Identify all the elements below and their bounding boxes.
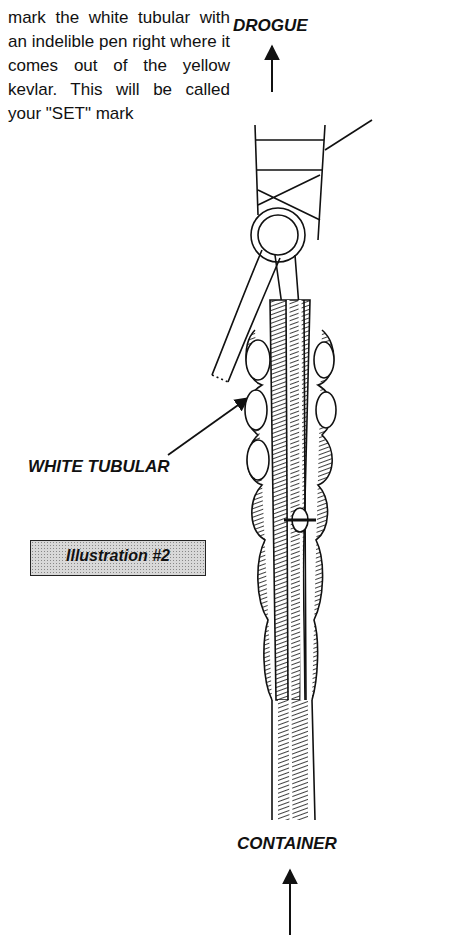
instruction-note: mark the white tubular with an indelible… <box>8 6 230 126</box>
caption-box: Illustration #2 <box>30 540 206 576</box>
bridle-drawing <box>168 46 372 935</box>
container-label: CONTAINER <box>237 834 337 854</box>
part-label: WHITE TUBULAR <box>28 457 170 477</box>
drogue-label: DROGUE <box>233 16 308 36</box>
caption-text: Illustration #2 <box>31 541 205 571</box>
